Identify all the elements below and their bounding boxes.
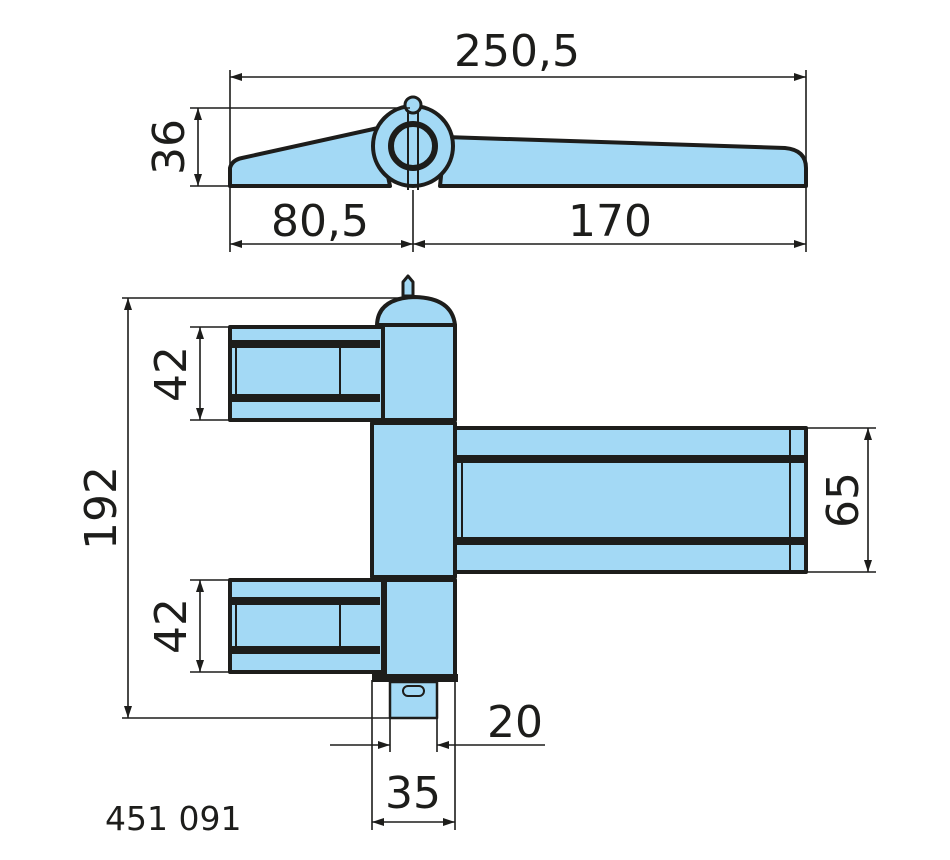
right-leaf bbox=[453, 426, 808, 574]
right-leaf-top bbox=[438, 135, 808, 188]
grease-nipple bbox=[401, 274, 415, 298]
article-number: 451 091 bbox=[105, 799, 241, 838]
dim-knuckle-width: 35 bbox=[385, 768, 441, 819]
dim-total-length: 250,5 bbox=[454, 26, 580, 77]
dim-upper-leaf: 42 bbox=[146, 346, 197, 402]
upper-knuckle bbox=[381, 323, 457, 422]
dim-pin-width: 20 bbox=[487, 697, 543, 748]
left-leaf-top bbox=[228, 126, 392, 188]
dim-lower-leaf: 42 bbox=[146, 598, 197, 654]
pin-eye-icon bbox=[403, 95, 423, 115]
dim-right-leaf: 65 bbox=[818, 472, 869, 528]
lower-knuckle bbox=[383, 578, 457, 679]
top-view bbox=[228, 95, 808, 190]
lower-left-leaf bbox=[228, 578, 385, 674]
pin-end bbox=[388, 680, 439, 720]
middle-knuckle bbox=[370, 421, 457, 579]
dim-left-length: 80,5 bbox=[271, 196, 369, 247]
top-view-dimensions: 250,5 36 80,5 170 bbox=[144, 26, 807, 252]
dim-overall-height: 192 bbox=[76, 466, 127, 550]
front-view bbox=[228, 274, 808, 720]
top-cap bbox=[375, 295, 457, 327]
front-view-dimensions: 192 42 42 65 20 35 bbox=[76, 297, 876, 830]
dim-right-length: 170 bbox=[568, 196, 652, 247]
dim-height-top: 36 bbox=[144, 119, 195, 175]
